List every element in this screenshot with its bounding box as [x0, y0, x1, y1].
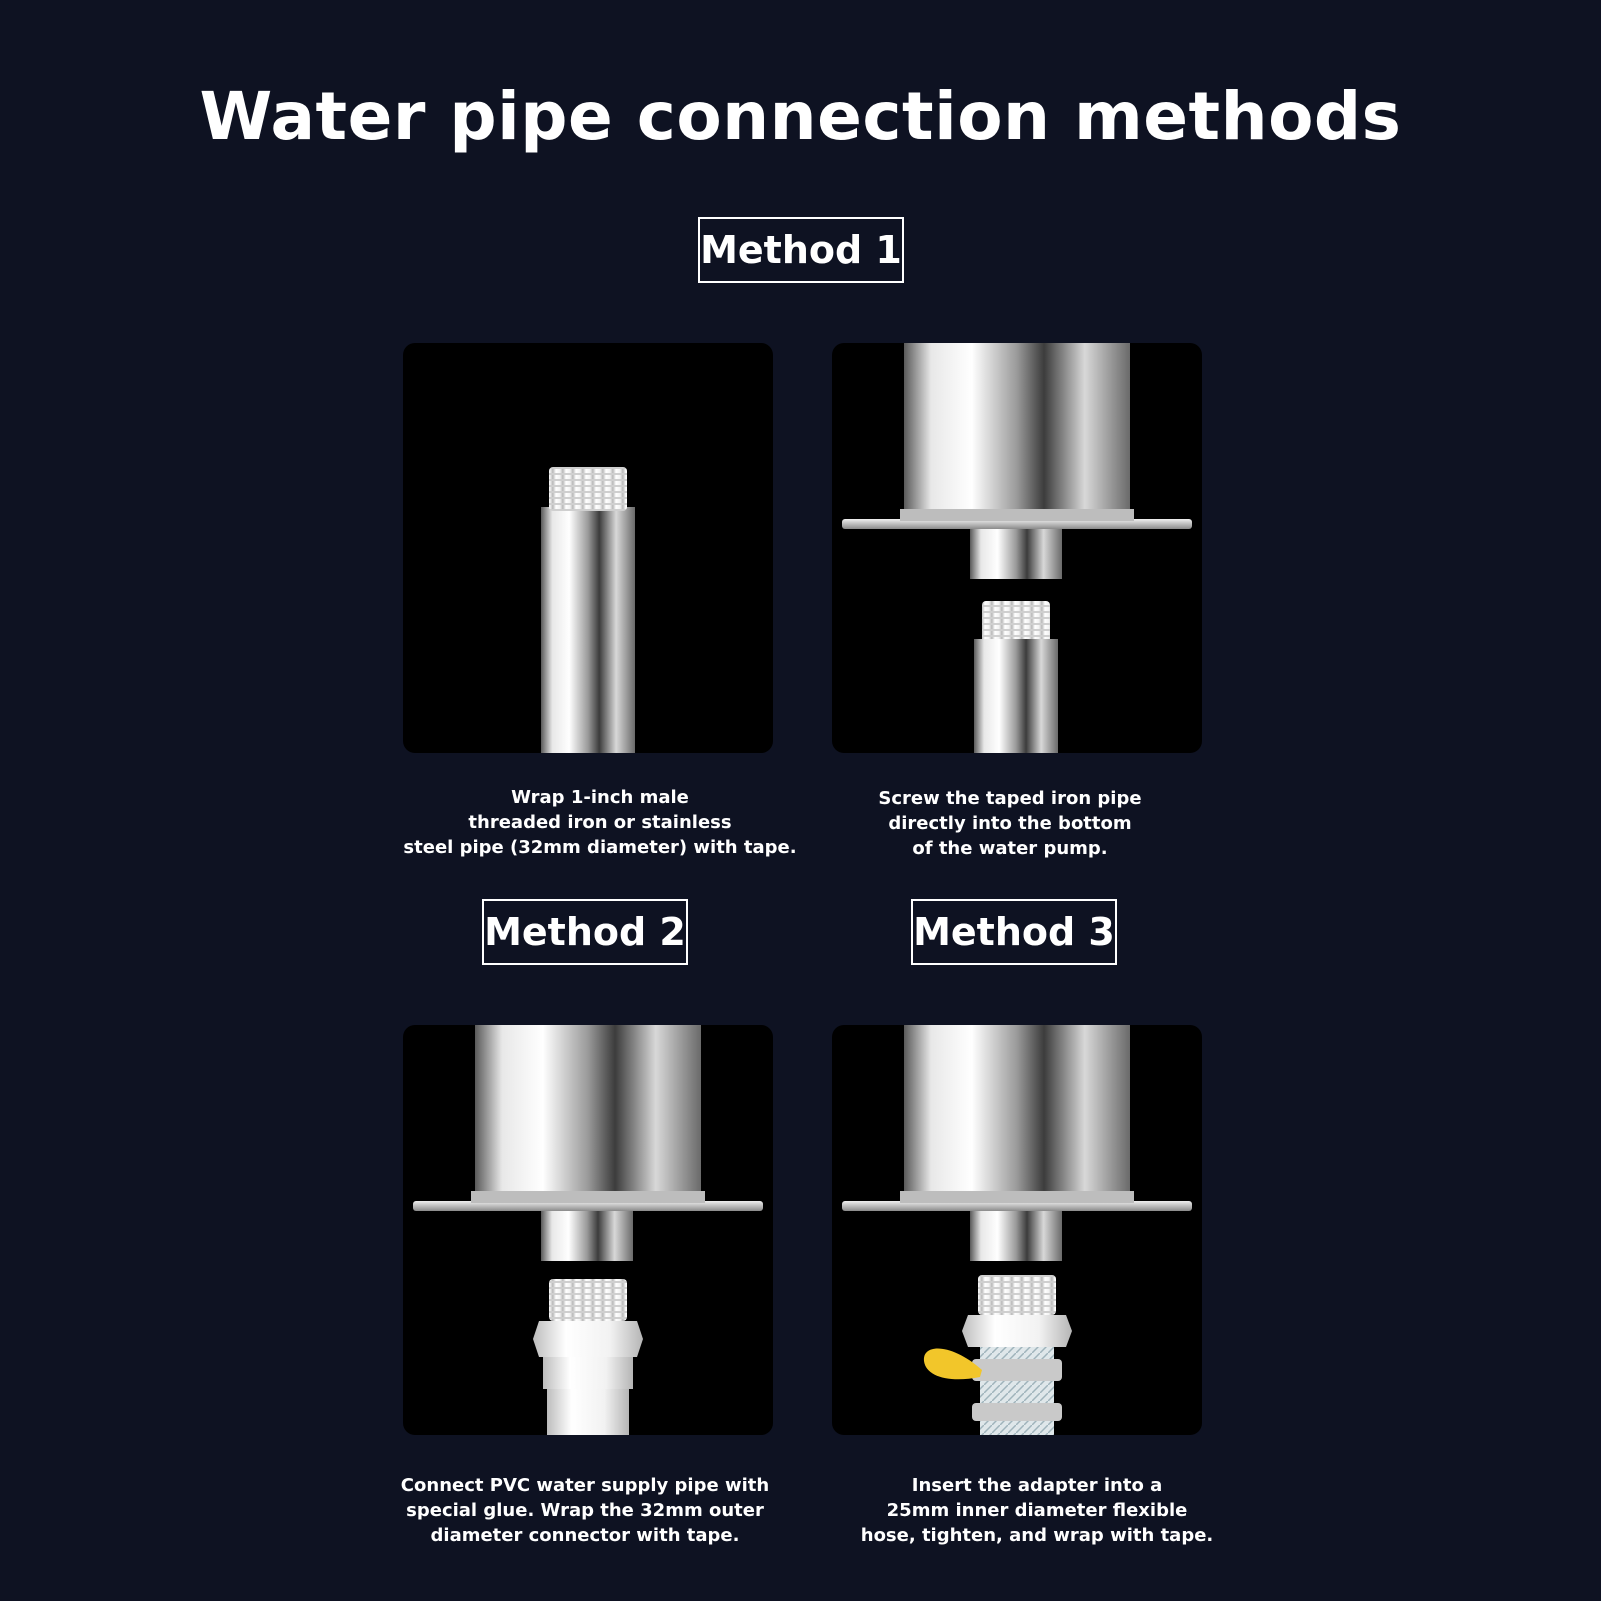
hose-adapter-image [842, 1025, 1192, 1435]
caption-line: Screw the taped iron pipe [878, 788, 1142, 809]
caption-line: of the water pump. [912, 838, 1108, 859]
caption-line: threaded iron or stainless [468, 812, 732, 833]
method-3-label-text: Method 3 [913, 910, 1115, 954]
pvc-connector-image [413, 1025, 763, 1435]
method-3-label: Method 3 [911, 899, 1117, 965]
method-3-caption: Insert the adapter into a 25mm inner dia… [827, 1473, 1247, 1548]
caption-line: hose, tighten, and wrap with tape. [860, 1525, 1214, 1546]
caption-line: Connect PVC water supply pipe with [400, 1475, 770, 1496]
hose-adapter-photo [832, 1025, 1202, 1435]
pump-bottom-photo [832, 343, 1202, 753]
caption-line: directly into the bottom [888, 813, 1132, 834]
caption-line: diameter connector with tape. [430, 1525, 740, 1546]
pvc-connector-photo [403, 1025, 773, 1435]
method-1-label: Method 1 [698, 217, 904, 283]
threaded-pipe-photo [403, 343, 773, 753]
threaded-steel-pipe-image [541, 467, 635, 753]
caption-line: special glue. Wrap the 32mm outer [406, 1500, 764, 1521]
method-2-caption: Connect PVC water supply pipe with speci… [375, 1473, 795, 1548]
method-2-label-text: Method 2 [484, 910, 686, 954]
method-1-step-1-caption: Wrap 1-inch male threaded iron or stainl… [390, 785, 810, 860]
method-1-label-text: Method 1 [700, 228, 902, 272]
method-1-step-2-caption: Screw the taped iron pipe directly into … [800, 786, 1220, 861]
caption-line: Wrap 1-inch male [511, 787, 689, 808]
page-title: Water pipe connection methods [199, 78, 1402, 155]
pump-bottom-image [842, 343, 1192, 753]
caption-line: 25mm inner diameter flexible [886, 1500, 1188, 1521]
caption-line: Insert the adapter into a [911, 1475, 1163, 1496]
method-2-label: Method 2 [482, 899, 688, 965]
caption-line: steel pipe (32mm diameter) with tape. [403, 837, 797, 858]
